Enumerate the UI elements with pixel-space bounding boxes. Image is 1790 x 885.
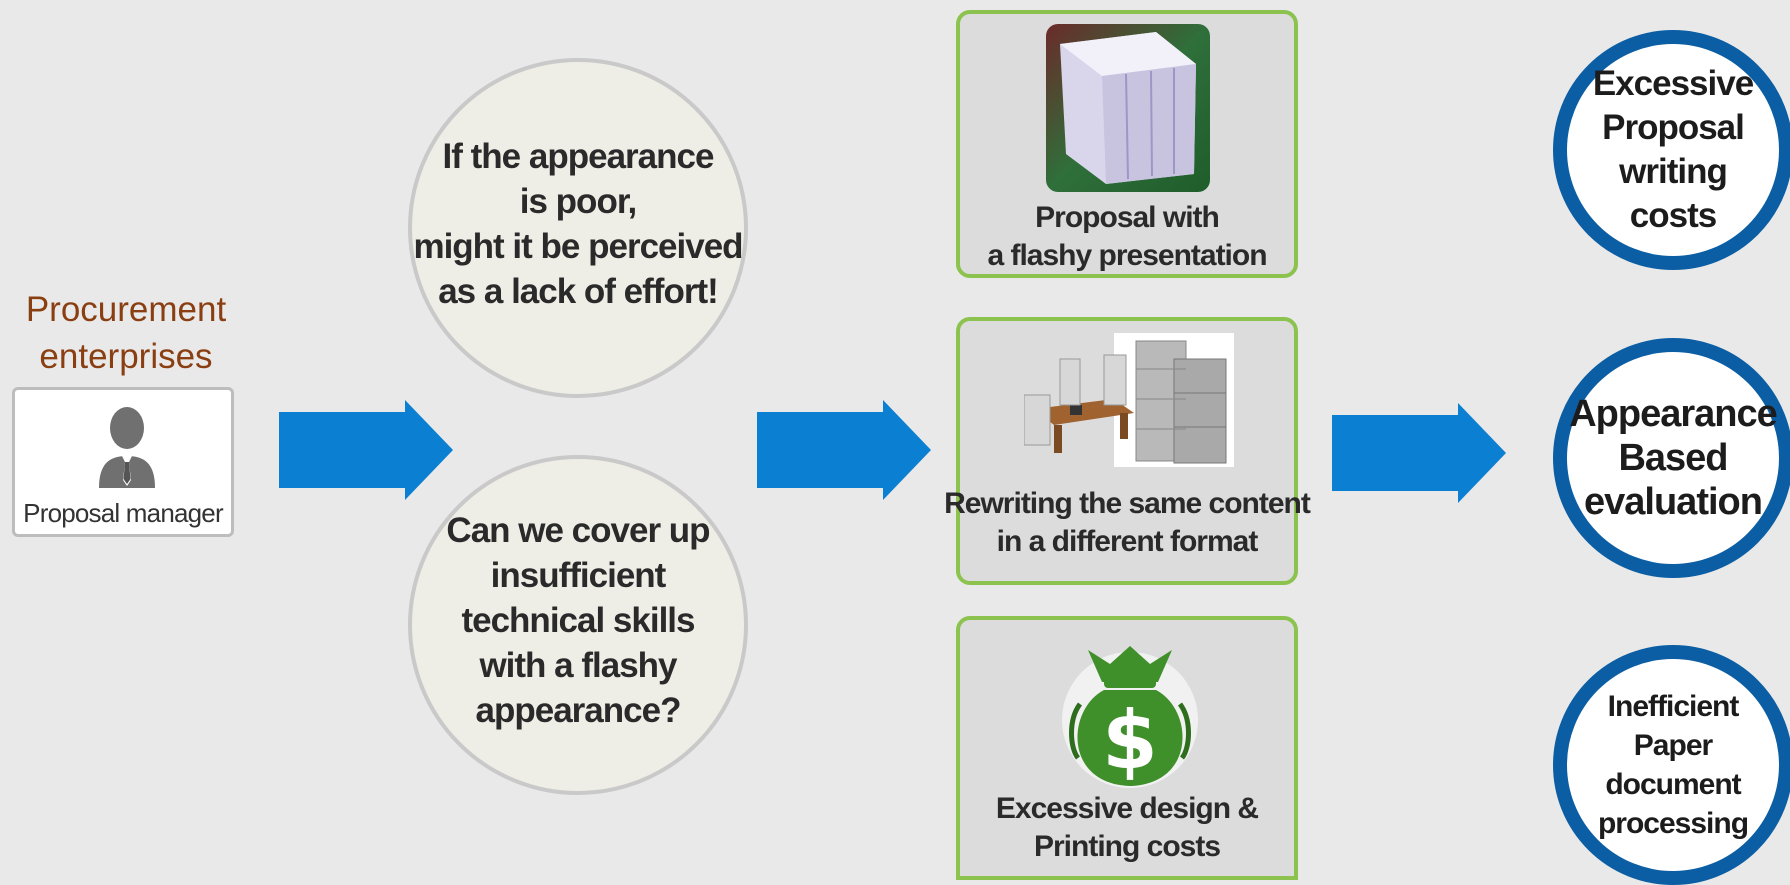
question-circle-technical: Can we cover up insufficient technical s… bbox=[408, 455, 748, 795]
money-bag-icon: $ bbox=[1062, 646, 1198, 788]
question-text: If the appearance is poor, might it be p… bbox=[413, 137, 743, 311]
result-text: Excessive Proposal writing costs bbox=[1592, 64, 1754, 235]
arrow-3-icon bbox=[1332, 403, 1506, 503]
arrow-1-icon bbox=[279, 400, 453, 500]
result-circle-appearance-evaluation: Appearance Based evaluation bbox=[1553, 338, 1790, 578]
result-circle-writing-costs: Excessive Proposal writing costs bbox=[1553, 30, 1790, 270]
box-caption: Proposal with a flashy presentation bbox=[987, 201, 1267, 272]
svg-text:$: $ bbox=[1102, 694, 1158, 787]
arrow-2-icon bbox=[757, 400, 931, 500]
question-text: Can we cover up insufficient technical s… bbox=[446, 510, 710, 730]
person-icon bbox=[99, 407, 155, 488]
result-text: Appearance Based evaluation bbox=[1569, 393, 1778, 523]
box-rewriting: Rewriting the same content in a differen… bbox=[944, 317, 1311, 585]
proposal-manager-label: Proposal manager bbox=[23, 498, 223, 528]
question-circle-appearance: If the appearance is poor, might it be p… bbox=[408, 58, 748, 398]
box-caption: Excessive design & Printing costs bbox=[995, 792, 1259, 863]
proposal-box-image bbox=[1046, 24, 1210, 192]
result-circle-paper-processing: Inefficient Paper document processing bbox=[1553, 645, 1790, 885]
procurement-title: Procurement enterprises bbox=[25, 290, 227, 376]
result-text: Inefficient Paper document processing bbox=[1597, 690, 1749, 840]
proposal-manager-card: Proposal manager bbox=[12, 387, 234, 537]
box-caption: Rewriting the same content in a differen… bbox=[944, 487, 1311, 558]
box-flashy-proposal: Proposal with a flashy presentation bbox=[956, 10, 1298, 278]
paper-stacks-image bbox=[1024, 333, 1234, 467]
box-costs: $ Excessive design & Printing costs bbox=[956, 616, 1298, 880]
